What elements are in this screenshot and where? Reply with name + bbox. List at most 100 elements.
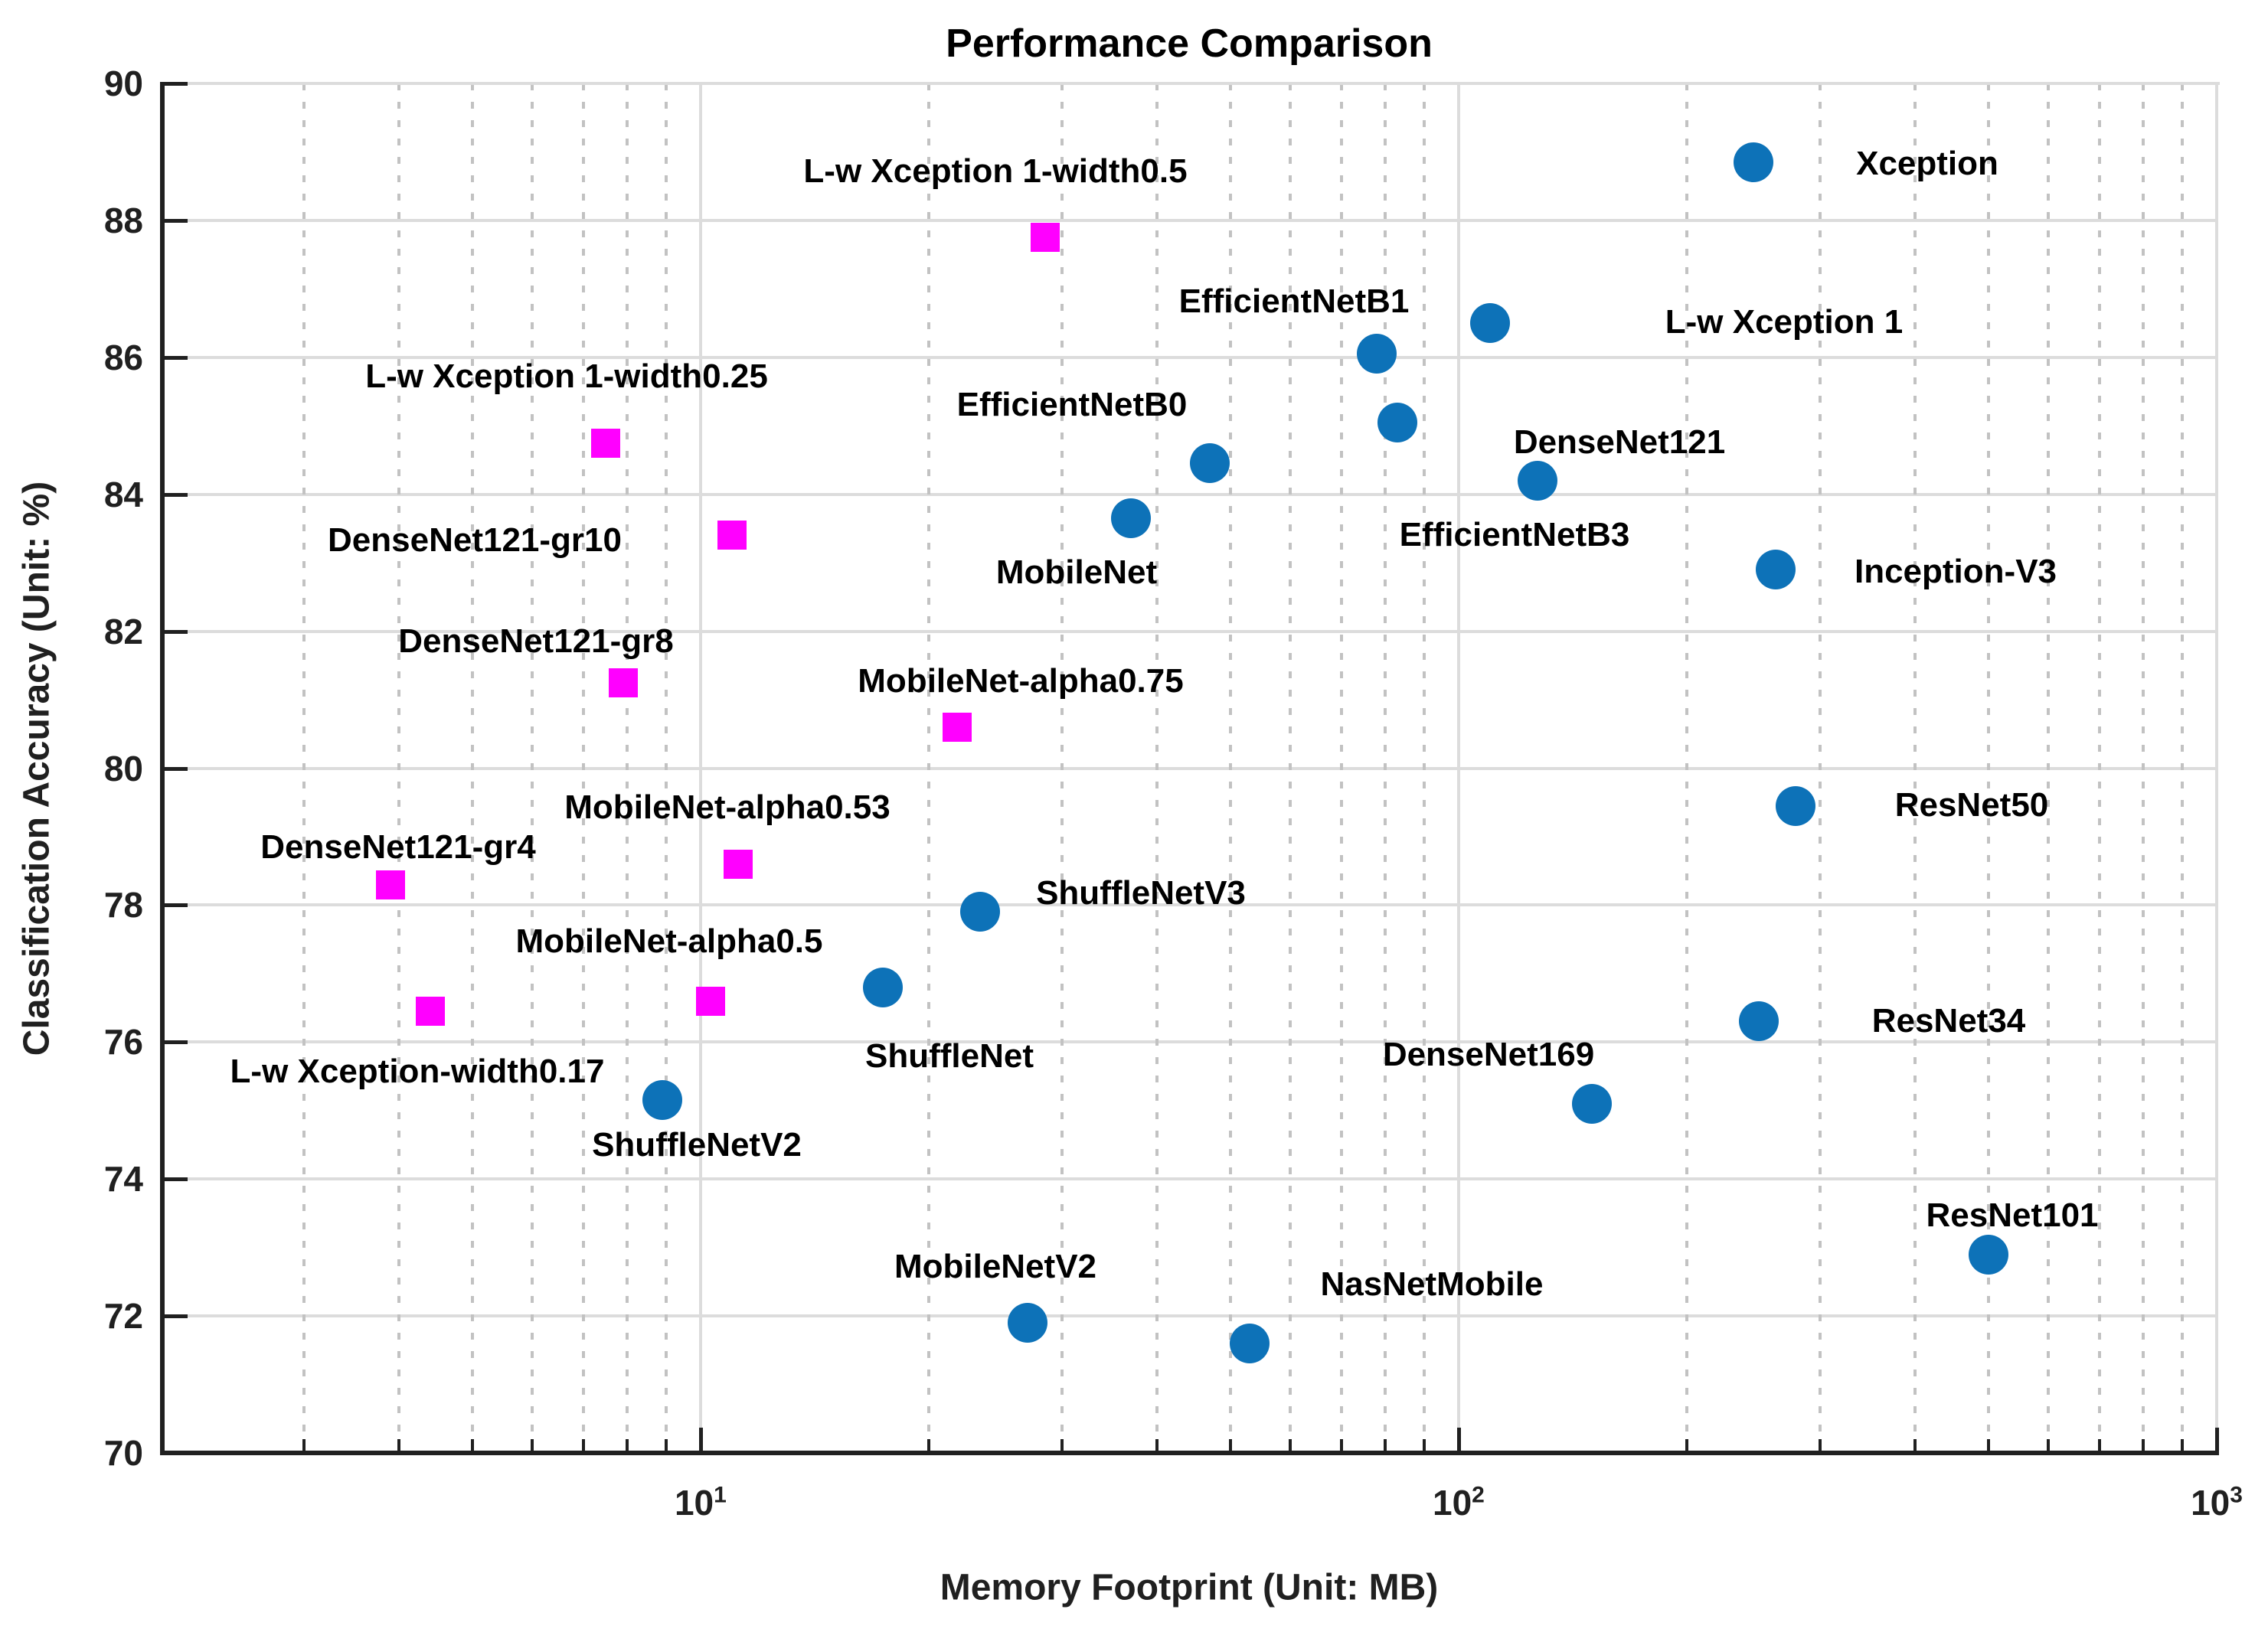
x-tick-label-1000: 103 (2191, 1482, 2243, 1523)
y-tick-label-72: 72 (103, 1296, 143, 1337)
label-DenseNet169: DenseNet169 (1382, 1036, 1595, 1073)
marker-circle-EfficientNetB0 (1190, 443, 1230, 484)
y-tick-label-90: 90 (103, 64, 143, 103)
marker-square-DenseNet121-gr8 (608, 668, 638, 697)
x-tick-label-10: 101 (674, 1482, 727, 1523)
x-minor-tick-200 (1685, 1439, 1688, 1452)
label-L-w Xception 1: L-w Xception 1 (1665, 303, 1904, 341)
gridline-y-86 (162, 355, 2217, 359)
chart-title: Performance Comparison (946, 21, 1433, 66)
gridline-x-minor-300 (1819, 83, 1822, 1453)
gridline-x-minor-8 (625, 83, 629, 1453)
marker-circle-Xception (1734, 142, 1774, 182)
x-minor-tick-3 (302, 1439, 306, 1452)
label-DenseNet121: DenseNet121 (1513, 423, 1726, 461)
marker-circle-MobileNet (1111, 498, 1152, 538)
x-minor-tick-900 (2180, 1439, 2184, 1452)
x-minor-tick-6 (531, 1439, 534, 1452)
label-EfficientNetB1: EfficientNetB1 (1178, 282, 1410, 320)
gridline-x-minor-70 (1339, 83, 1343, 1453)
y-tick-76 (165, 1040, 188, 1045)
y-tick-84 (165, 492, 188, 497)
x-tick-exponent: 1 (714, 1482, 727, 1508)
gridline-x-minor-3 (302, 83, 306, 1453)
x-minor-tick-600 (2047, 1439, 2051, 1452)
x-minor-tick-4 (397, 1439, 400, 1452)
y-tick-86 (165, 355, 188, 360)
gridline-x-100 (1456, 83, 1460, 1453)
x-minor-tick-8 (625, 1439, 629, 1452)
marker-square-L-w Xception 1-width0.25 (591, 428, 621, 458)
y-tick-label-86: 86 (103, 337, 143, 377)
label-ShuffleNetV3: ShuffleNetV3 (1036, 874, 1246, 912)
gridline-x-minor-50 (1228, 83, 1232, 1453)
x-tick-label-100: 102 (1433, 1482, 1485, 1523)
gridline-x-minor-30 (1060, 83, 1064, 1453)
x-minor-tick-90 (1422, 1439, 1426, 1452)
marker-circle-EfficientNetB1 (1357, 334, 1397, 374)
label-L-w Xception 1-width0.25: L-w Xception 1-width0.25 (365, 357, 768, 395)
x-axis-line (160, 1451, 2219, 1455)
label-EfficientNetB0: EfficientNetB0 (956, 386, 1188, 423)
x-minor-tick-80 (1384, 1439, 1387, 1452)
y-tick-label-84: 84 (103, 474, 143, 514)
x-minor-tick-7 (581, 1439, 585, 1452)
y-tick-label-88: 88 (103, 200, 143, 240)
gridline-x-minor-40 (1155, 83, 1159, 1453)
gridline-x-minor-7 (581, 83, 585, 1453)
x-minor-tick-300 (1819, 1439, 1822, 1452)
x-minor-tick-5 (470, 1439, 474, 1452)
gridline-x-minor-900 (2180, 83, 2184, 1453)
label-DenseNet121-gr4: DenseNet121-gr4 (260, 828, 536, 866)
marker-square-MobileNet-alpha0.5 (695, 986, 725, 1016)
label-MobileNet-alpha0.75: MobileNet-alpha0.75 (858, 662, 1184, 700)
marker-circle-ResNet50 (1775, 785, 1815, 826)
gridline-x-minor-700 (2097, 83, 2101, 1453)
y-tick-label-82: 82 (103, 611, 143, 651)
gridline-x-minor-6 (531, 83, 534, 1453)
gridline-x-minor-9 (664, 83, 668, 1453)
gridline-y-74 (162, 1177, 2217, 1181)
y-tick-74 (165, 1177, 188, 1182)
gridline-y-82 (162, 629, 2217, 633)
marker-circle-ShuffleNetV2 (642, 1080, 682, 1121)
marker-circle-ResNet34 (1739, 1001, 1779, 1042)
marker-circle-ShuffleNetV3 (960, 892, 1001, 932)
marker-circle-L-w Xception 1 (1469, 303, 1510, 344)
x-minor-tick-70 (1339, 1439, 1343, 1452)
label-L-w Xception 1-width0.5: L-w Xception 1-width0.5 (803, 152, 1188, 190)
marker-circle-EfficientNetB3 (1517, 460, 1557, 501)
plot-frame-top (162, 82, 2220, 85)
label-DenseNet121-gr8: DenseNet121-gr8 (398, 622, 674, 660)
gridline-x-minor-80 (1384, 83, 1387, 1453)
marker-square-MobileNet-alpha0.75 (942, 712, 972, 742)
y-tick-70 (165, 1451, 188, 1455)
gridline-y-76 (162, 1040, 2217, 1044)
x-minor-tick-50 (1228, 1439, 1232, 1452)
label-ShuffleNet: ShuffleNet (865, 1037, 1034, 1075)
y-tick-label-80: 80 (103, 748, 143, 788)
marker-square-DenseNet121-gr10 (717, 521, 747, 550)
gridline-x-minor-200 (1685, 83, 1688, 1453)
y-axis-title: Classification Accuracy (Unit: %) (16, 481, 57, 1056)
y-axis-line (160, 82, 165, 1455)
marker-circle-DenseNet121 (1377, 402, 1417, 442)
x-minor-tick-30 (1060, 1439, 1064, 1452)
marker-circle-ResNet101 (1968, 1234, 2008, 1275)
x-minor-tick-700 (2097, 1439, 2101, 1452)
x-minor-tick-9 (664, 1439, 668, 1452)
label-MobileNetV2: MobileNetV2 (894, 1248, 1097, 1285)
x-tick-10 (698, 1428, 703, 1452)
marker-circle-ShuffleNet (863, 967, 904, 1007)
marker-circle-Inception-V3 (1756, 550, 1796, 590)
label-DenseNet121-gr10: DenseNet121-gr10 (328, 521, 622, 559)
marker-square-MobileNet-alpha0.53 (723, 849, 753, 879)
x-tick-100 (1456, 1428, 1461, 1452)
x-tick-1000 (2215, 1428, 2219, 1452)
gridline-x-10 (698, 83, 702, 1453)
y-tick-label-74: 74 (103, 1159, 143, 1200)
label-Xception: Xception (1856, 145, 1998, 182)
gridline-x-minor-400 (1913, 83, 1917, 1453)
y-tick-90 (165, 82, 188, 86)
plot-frame-right (2215, 83, 2218, 1453)
